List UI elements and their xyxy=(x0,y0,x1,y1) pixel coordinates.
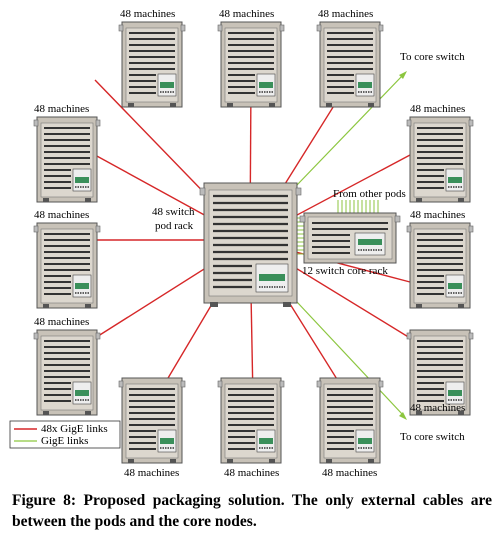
legend-label-gige: GigE links xyxy=(41,435,88,447)
rack-top-center xyxy=(217,21,285,108)
label-machines-bottom-center: 48 machines xyxy=(224,467,279,479)
rack-top-right xyxy=(316,21,384,108)
core-switch-rack xyxy=(299,212,401,264)
label-machines-top-right: 48 machines xyxy=(318,8,373,20)
rack-bottom-center xyxy=(217,377,285,464)
to-core-switch-top-label: To core switch xyxy=(400,51,465,63)
core-rack-label: 12 switch core rack xyxy=(302,265,388,277)
label-machines-top-left: 48 machines xyxy=(120,8,175,20)
to-core-switch-bottom-label: To core switch xyxy=(400,431,465,443)
label-machines-top-center: 48 machines xyxy=(219,8,274,20)
green-links xyxy=(296,71,407,420)
rack-top-left xyxy=(118,21,186,108)
rack-upper-right xyxy=(406,116,474,203)
label-machines-upper-right: 48 machines xyxy=(410,103,465,115)
rack-middle-left xyxy=(33,222,101,309)
from-other-pods-label: From other pods xyxy=(333,188,406,200)
legend-label-48x-gige: 48x GigE links xyxy=(41,423,108,435)
label-machines-middle-left: 48 machines xyxy=(34,209,89,221)
pod-switch-rack xyxy=(199,182,302,307)
label-machines-lower-right: 48 machines xyxy=(410,402,465,414)
pod-rack-label-line2: pod rack xyxy=(155,220,194,232)
rack-middle-right xyxy=(406,222,474,309)
rack-bottom-left xyxy=(118,377,186,464)
pod-rack-label-line1: 48 switch xyxy=(152,206,195,218)
rack-lower-left xyxy=(33,329,101,416)
label-machines-middle-right: 48 machines xyxy=(410,209,465,221)
rack-bottom-right xyxy=(316,377,384,464)
label-machines-upper-left: 48 machines xyxy=(34,103,89,115)
figure-caption: Figure 8: Proposed packaging solution. T… xyxy=(12,492,492,530)
label-machines-bottom-left: 48 machines xyxy=(124,467,179,479)
legend: 48x GigE links GigE links xyxy=(9,420,121,449)
rack-upper-left xyxy=(33,116,101,203)
packaging-diagram: 48 machines 48 machines 48 machines 48 m… xyxy=(9,8,474,479)
label-machines-lower-left: 48 machines xyxy=(34,316,89,328)
label-machines-bottom-right: 48 machines xyxy=(322,467,377,479)
